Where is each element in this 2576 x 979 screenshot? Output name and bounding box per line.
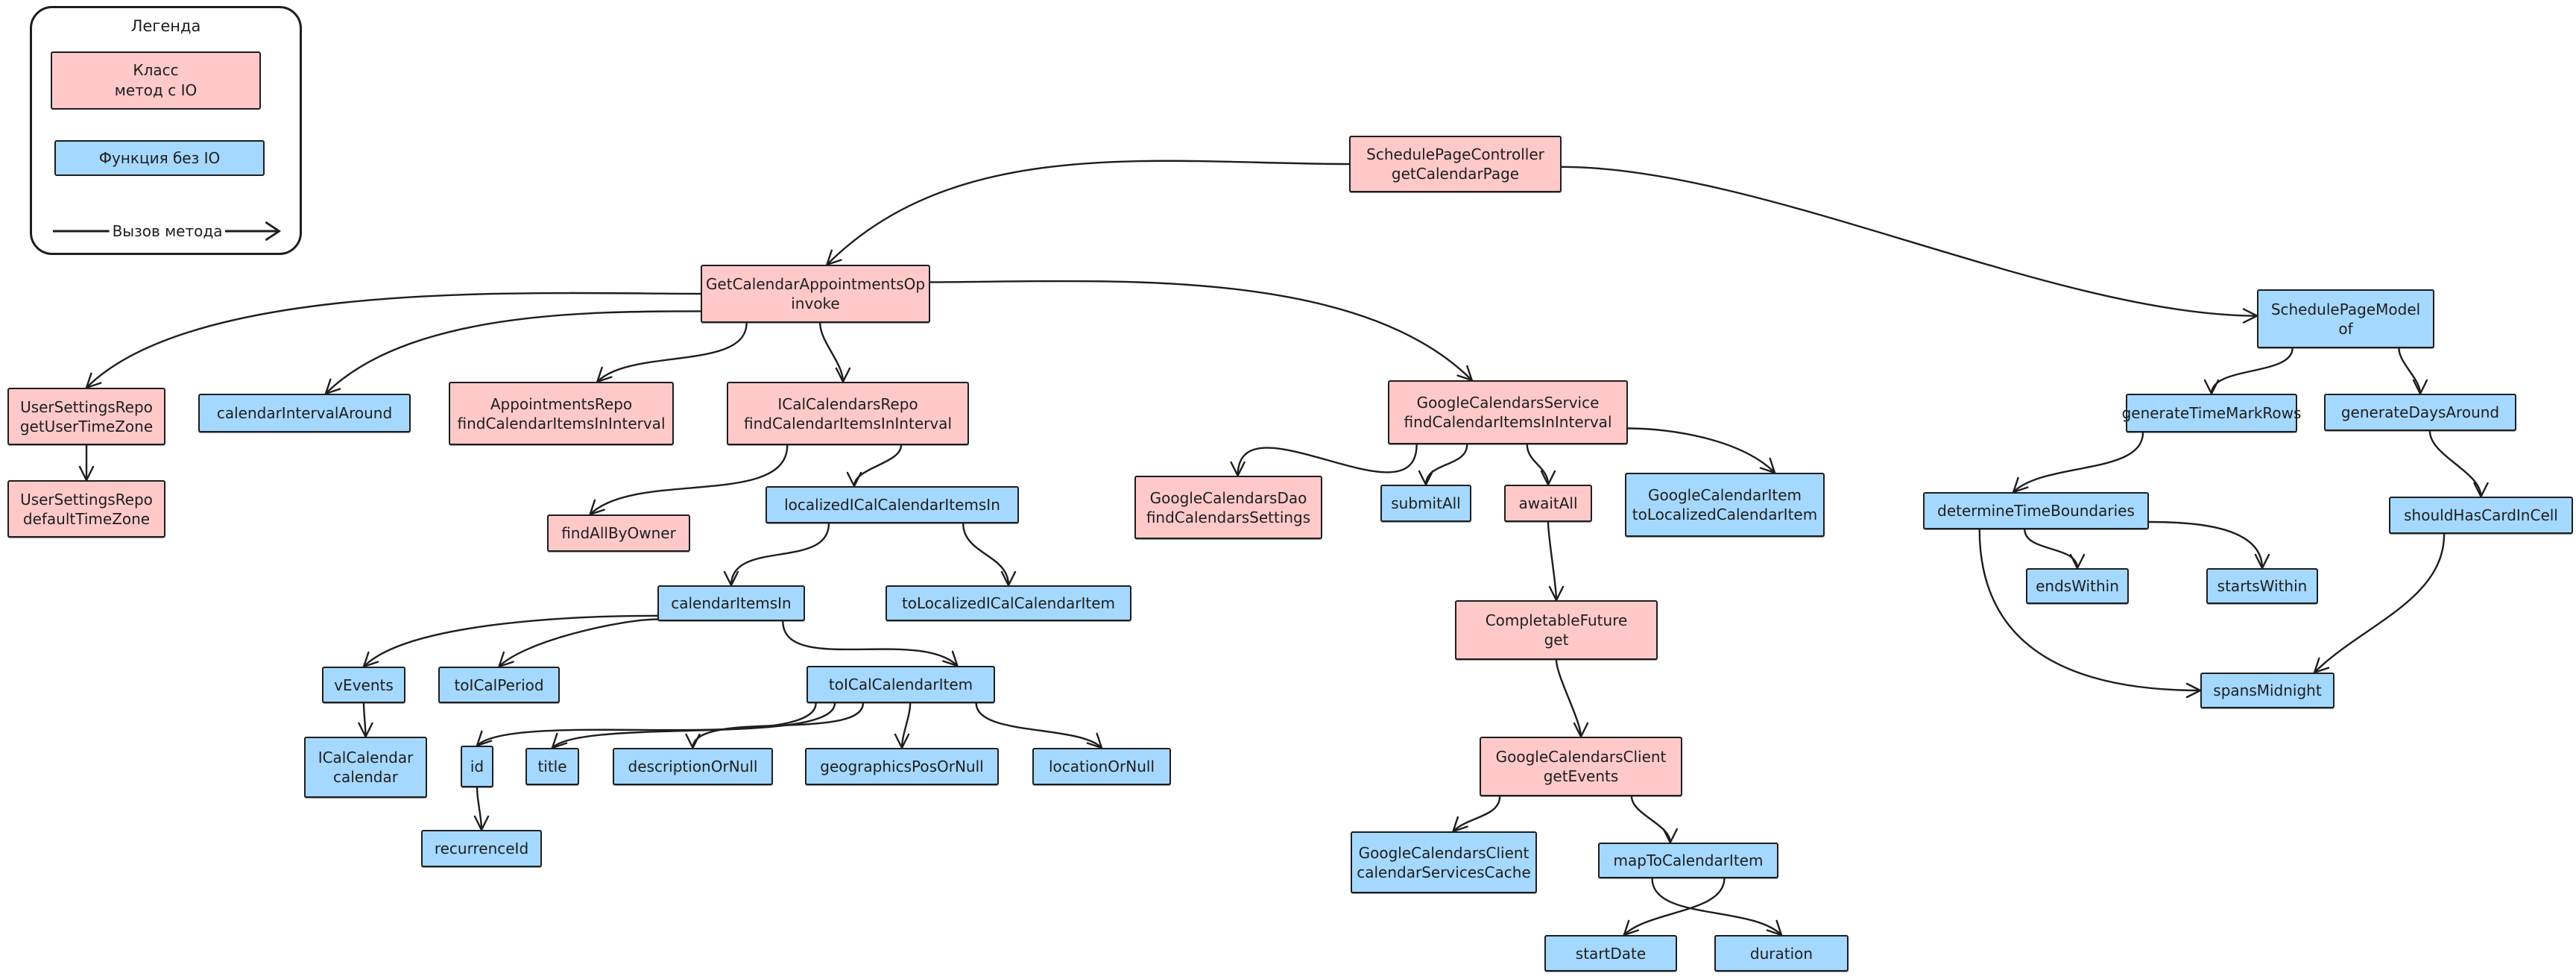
schedule-page-model-of-node[interactable]: SchedulePageModel of <box>2257 289 2434 348</box>
generate-time-mark-rows-to-determine-time-boundaries-arrow[interactable] <box>2012 431 2144 494</box>
schedule-page-controller-to-get-calendar-appointments-op-arrow[interactable] <box>826 160 1351 266</box>
schedule-page-model-of-to-generate-days-around-arrow[interactable] <box>2398 347 2428 395</box>
google-calendars-dao-node[interactable]: GoogleCalendarsDao findCalendarsSettings <box>1134 476 1322 539</box>
google-calendars-service-to-submit-all-arrow[interactable] <box>1418 443 1468 486</box>
spans-midnight-node[interactable]: spansMidnight <box>2200 673 2334 708</box>
v-events-node[interactable]: vEvents <box>322 667 405 703</box>
legend-arrow-head-icon <box>225 221 282 242</box>
google-calendars-client-get-events-to-map-to-calendar-item-arrow[interactable] <box>1630 795 1678 844</box>
google-calendars-client-get-events-node[interactable]: GoogleCalendarsClient getEvents <box>1480 737 1682 796</box>
get-calendar-appointments-op-to-appointments-repo-find-calendar-items-in-interval-arrow[interactable] <box>596 321 748 383</box>
map-to-calendar-item-to-duration-arrow[interactable] <box>1651 877 1783 936</box>
to-ical-calendar-item-node[interactable]: toICalCalendarItem <box>806 666 995 703</box>
appointments-repo-find-calendar-items-in-interval-node[interactable]: AppointmentsRepo findCalendarItemsInInte… <box>449 382 674 445</box>
get-calendar-appointments-op-to-calendar-interval-around-arrow[interactable] <box>324 310 702 395</box>
generate-days-around-node[interactable]: generateDaysAround <box>2324 394 2516 431</box>
to-ical-period-node[interactable]: toICalPeriod <box>438 667 560 703</box>
calendar-items-in-to-to-ical-calendar-item-arrow[interactable] <box>782 620 959 667</box>
await-all-node[interactable]: awaitAll <box>1504 485 1592 522</box>
find-all-by-owner-node[interactable]: findAllByOwner <box>547 514 690 552</box>
calendar-interval-around-node[interactable]: calendarIntervalAround <box>198 394 411 432</box>
legend-io-class-sample[interactable]: Класс метод с IO <box>51 51 261 110</box>
legend-arrow-label: Вызов метода <box>112 222 223 240</box>
determine-time-boundaries-to-ends-within-arrow[interactable] <box>2024 528 2086 570</box>
schedule-page-controller-node[interactable]: SchedulePageController getCalendarPage <box>1349 136 1562 192</box>
to-ical-calendar-item-to-location-or-null-arrow[interactable] <box>975 702 1103 749</box>
legend-arrow-tail <box>53 230 110 233</box>
generate-days-around-to-should-has-card-in-cell-arrow[interactable] <box>2428 429 2489 498</box>
get-calendar-appointments-op-node[interactable]: GetCalendarAppointmentsOp invoke <box>701 265 930 323</box>
id-node[interactable]: id <box>461 746 493 787</box>
ical-calendars-repo-find-calendar-items-in-interval-node[interactable]: ICalCalendarsRepo findCalendarItemsInInt… <box>727 382 969 445</box>
should-has-card-in-cell-node[interactable]: shouldHasCardInCell <box>2389 497 2573 534</box>
legend-pure-function-sample[interactable]: Функция без IO <box>54 140 265 176</box>
calendar-items-in-to-v-events-arrow[interactable] <box>362 614 659 668</box>
calendar-items-in-to-to-ical-period-arrow[interactable] <box>498 618 659 668</box>
recurrence-id-node[interactable]: recurrenceId <box>421 830 542 867</box>
google-calendars-service-node[interactable]: GoogleCalendarsService findCalendarItems… <box>1388 380 1628 444</box>
to-localized-ical-calendar-item-node[interactable]: toLocalizedICalCalendarItem <box>886 585 1131 621</box>
title-node[interactable]: title <box>525 748 579 785</box>
legend-method-call-row: Вызов метода <box>53 218 282 244</box>
map-to-calendar-item-to-start-date-arrow[interactable] <box>1623 877 1726 936</box>
starts-within-node[interactable]: startsWithin <box>2206 568 2318 604</box>
get-calendar-appointments-op-to-google-calendars-service-arrow[interactable] <box>929 280 1473 382</box>
start-date-node[interactable]: startDate <box>1544 935 1677 972</box>
google-calendars-service-to-google-calendars-dao-arrow[interactable] <box>1230 443 1418 477</box>
get-calendar-appointments-op-to-ical-calendars-repo-find-calendar-items-in-interval-arrow[interactable] <box>818 321 851 383</box>
completable-future-get-to-google-calendars-client-get-events-arrow[interactable] <box>1555 658 1589 738</box>
determine-time-boundaries-to-starts-within-arrow[interactable] <box>2147 520 2270 570</box>
completable-future-get-node[interactable]: CompletableFuture get <box>1455 600 1658 660</box>
await-all-to-completable-future-get-arrow[interactable] <box>1547 520 1565 602</box>
location-or-null-node[interactable]: locationOrNull <box>1032 748 1171 785</box>
user-settings-repo-get-user-time-zone-node[interactable]: UserSettingsRepo getUserTimeZone <box>7 388 165 445</box>
ical-calendars-repo-find-calendar-items-in-interval-to-localized-ical-calendar-items-in-arrow[interactable] <box>846 444 903 488</box>
id-to-recurrence-id-arrow[interactable] <box>473 786 490 831</box>
google-calendars-service-to-google-calendar-item-arrow[interactable] <box>1626 427 1776 474</box>
determine-time-boundaries-to-spans-midnight-arrow[interactable] <box>1978 528 2202 699</box>
ends-within-node[interactable]: endsWithin <box>2026 568 2129 604</box>
to-ical-calendar-item-to-id-arrow[interactable] <box>476 702 817 747</box>
to-ical-calendar-item-to-geographics-pos-or-null-arrow[interactable] <box>894 702 912 749</box>
description-or-null-node[interactable]: descriptionOrNull <box>613 748 773 785</box>
schedule-page-controller-to-schedule-page-model-of-arrow[interactable] <box>1560 166 2258 324</box>
ical-calendars-repo-find-calendar-items-in-interval-to-find-all-by-owner-arrow[interactable] <box>589 444 789 516</box>
get-calendar-appointments-op-to-user-settings-repo-get-user-time-zone-arrow[interactable] <box>85 292 702 389</box>
geographics-pos-or-null-node[interactable]: geographicsPosOrNull <box>805 748 999 785</box>
google-calendars-client-calendar-services-cache-node[interactable]: GoogleCalendarsClient calendarServicesCa… <box>1351 831 1537 893</box>
submit-all-node[interactable]: submitAll <box>1380 485 1471 522</box>
to-ical-calendar-item-to-title-arrow[interactable] <box>551 702 836 749</box>
google-calendars-client-get-events-to-google-calendars-client-calendar-services-cache-arrow[interactable] <box>1452 795 1501 833</box>
legend[interactable]: Легенда Класс метод с IO Функция без IO … <box>30 6 302 255</box>
generate-time-mark-rows-node[interactable]: generateTimeMarkRows <box>2122 394 2301 432</box>
localized-ical-calendar-items-in-node[interactable]: localizedICalCalendarItemsIn <box>765 486 1019 523</box>
determine-time-boundaries-node[interactable]: determineTimeBoundaries <box>1923 492 2149 529</box>
to-ical-calendar-item-to-description-or-null-arrow[interactable] <box>685 702 865 749</box>
schedule-page-model-of-to-generate-time-mark-rows-arrow[interactable] <box>2203 347 2294 395</box>
user-settings-repo-default-time-zone-node[interactable]: UserSettingsRepo defaultTimeZone <box>7 480 165 538</box>
localized-ical-calendar-items-in-to-calendar-items-in-arrow[interactable] <box>723 522 830 587</box>
google-calendars-service-to-await-all-arrow[interactable] <box>1526 443 1556 486</box>
map-to-calendar-item-node[interactable]: mapToCalendarItem <box>1598 843 1778 878</box>
calendar-items-in-node[interactable]: calendarItemsIn <box>657 585 805 621</box>
ical-calendar-calendar-node[interactable]: ICalCalendar calendar <box>304 737 427 798</box>
legend-title: Легенда <box>130 17 201 35</box>
google-calendar-item-node[interactable]: GoogleCalendarItem toLocalizedCalendarIt… <box>1625 473 1825 537</box>
localized-ical-calendar-items-in-to-to-localized-ical-calendar-item-arrow[interactable] <box>962 522 1017 587</box>
duration-node[interactable]: duration <box>1714 935 1849 972</box>
should-has-card-in-cell-to-spans-midnight-arrow[interactable] <box>2313 532 2446 674</box>
v-events-to-ical-calendar-calendar-arrow[interactable] <box>358 702 373 738</box>
